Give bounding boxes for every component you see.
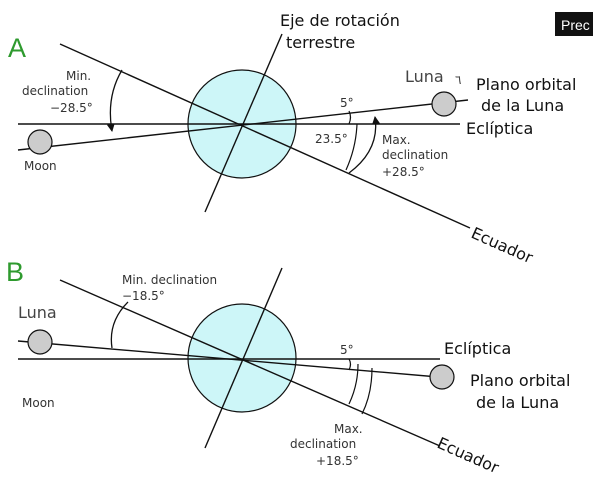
angle-5-label-b: 5° <box>340 343 354 357</box>
moon-label-b: Moon <box>22 396 55 410</box>
orbital-plane-label-line2-a: de la Luna <box>481 96 564 115</box>
moon-left-b <box>27 329 53 355</box>
max-declination-value-a: +28.5° <box>382 165 425 179</box>
corner-tag: Prec <box>555 12 593 36</box>
ecliptic-label-a: Eclíptica <box>466 119 533 138</box>
moon-right-b <box>429 364 455 390</box>
luna-suffix-a: ٦ <box>455 73 461 87</box>
panel-b-letter: B <box>6 257 24 287</box>
min-declination-label-b: Min. declination <box>122 273 217 287</box>
equator-label-b: Ecuador <box>434 433 502 477</box>
angle-5-arc-b <box>348 358 352 371</box>
panel-b: B Min. declination −18.5° Luna Moon 5° E… <box>6 257 570 477</box>
orbital-plane-line-b <box>17 340 451 379</box>
angle-23-5-arc-a <box>345 123 358 171</box>
panel-a-letter: A <box>8 33 26 63</box>
orbital-plane-label-line1-a: Plano orbital <box>476 75 576 94</box>
equator-label-a: Ecuador <box>468 223 536 267</box>
min-declination-label-line2-a: declination <box>22 84 88 98</box>
corner-tag-text: Prec <box>561 17 590 33</box>
moon-left-a <box>27 129 53 155</box>
luna-label-a: Luna <box>405 67 444 86</box>
orbital-plane-line-a <box>17 99 469 151</box>
earth-b <box>187 303 297 413</box>
moon-label-a: Moon <box>24 159 57 173</box>
max-declination-arc-outer-b <box>361 367 373 415</box>
panel-a: A Eje de rotación terrestre Min. declina… <box>8 11 576 267</box>
rotation-axis-a <box>204 33 283 213</box>
ecliptic-label-b: Eclíptica <box>444 339 511 358</box>
angle-5-arc-a <box>348 110 352 125</box>
max-declination-label-line1-b: Max. <box>334 422 363 436</box>
moon-right-a <box>431 91 457 117</box>
max-declination-label-line1-a: Max. <box>382 133 411 147</box>
min-declination-arc-b <box>110 301 129 349</box>
axis-label-line2: terrestre <box>286 33 355 52</box>
min-declination-label-line1-a: Min. <box>66 69 91 83</box>
max-declination-label-line2-b: declination <box>290 437 356 451</box>
axis-label-line1: Eje de rotación <box>280 11 400 30</box>
max-declination-value-b: +18.5° <box>316 454 359 468</box>
max-declination-label-line2-a: declination <box>382 148 448 162</box>
max-declination-arc-inner-b <box>348 363 359 405</box>
min-declination-value-b: −18.5° <box>122 289 165 303</box>
orbital-plane-label-line2-b: de la Luna <box>476 393 559 412</box>
min-declination-arc-a <box>106 69 123 132</box>
angle-23-5-label-a: 23.5° <box>315 132 348 146</box>
min-declination-value-a: −28.5° <box>50 101 93 115</box>
max-declination-arc-a <box>348 116 381 174</box>
equator-line-a <box>59 43 471 229</box>
luna-label-b: Luna <box>18 303 57 322</box>
angle-5-label-a: 5° <box>340 96 354 110</box>
rotation-axis-b <box>204 267 283 449</box>
orbital-plane-label-line1-b: Plano orbital <box>470 371 570 390</box>
